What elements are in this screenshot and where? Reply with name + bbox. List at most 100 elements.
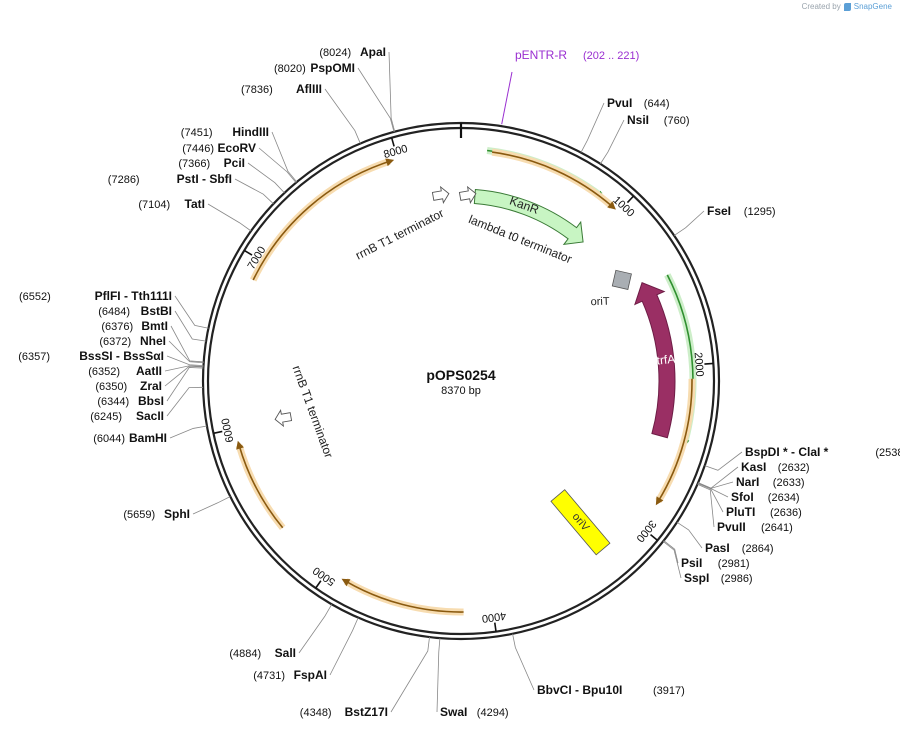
site-position: (7451): [181, 127, 213, 139]
site-bbsi[interactable]: BbsI (6344): [97, 367, 204, 408]
site-name: ApaI: [360, 45, 386, 59]
site-position: (7104): [138, 199, 170, 211]
site-sali[interactable]: SalI (4884): [229, 604, 333, 660]
site-kasi[interactable]: KasI(2632): [697, 460, 810, 489]
tick-label-2000: 2000: [692, 352, 706, 377]
site-position: (2538): [875, 447, 900, 459]
site-nari[interactable]: NarI(2633): [697, 475, 805, 489]
site-leader: [164, 365, 204, 387]
site-position: (6552): [19, 291, 51, 303]
site-sacii[interactable]: SacII(6245): [90, 386, 204, 423]
site-leader: [436, 638, 441, 713]
site-psii[interactable]: PsiI(2981): [663, 540, 750, 570]
arc-line-5: [238, 445, 284, 529]
site-name: PsiI: [681, 556, 702, 570]
site-name: SfoI: [731, 490, 754, 504]
site-apai[interactable]: ApaI(8024): [319, 45, 396, 132]
arc-head-3: [655, 496, 664, 506]
site-bamhi[interactable]: BamHI(6044): [93, 425, 208, 445]
tick-1000: [626, 195, 635, 204]
site-pcii[interactable]: PciI(7366): [178, 156, 285, 194]
site-position: (6344): [97, 396, 129, 408]
site-leader: [166, 367, 204, 402]
site-name: FspAI: [294, 668, 327, 682]
watermark-brand: SnapGene: [853, 2, 892, 11]
site-sfoi[interactable]: SfoI (2634): [697, 482, 800, 504]
site-leader: [324, 88, 361, 144]
site-sspi[interactable]: SspI (2986): [662, 541, 753, 585]
arc-halo-6: [250, 158, 391, 282]
site-swai[interactable]: SwaI(4294): [436, 638, 509, 719]
site-position: (760): [664, 115, 690, 127]
site-position: (2641): [761, 522, 793, 534]
backbone: [201, 121, 721, 641]
site-leader: [234, 178, 274, 205]
arc-head-5: [236, 440, 244, 450]
site-position: (1295): [744, 206, 776, 218]
site-bbvci-bpu10i[interactable]: BbvCI - Bpu10I(3917): [512, 633, 685, 697]
site-fspai[interactable]: FspAI(4731): [253, 617, 359, 682]
site-pluti[interactable]: PluTI(2636): [697, 482, 802, 519]
site-name: BamHI: [129, 431, 167, 445]
tick-label-5000: 5000: [311, 564, 338, 588]
arc-head-2: [607, 201, 616, 210]
site-pvui[interactable]: PvuI(644): [580, 96, 670, 153]
site-name: BbsI: [138, 394, 164, 408]
site-position: (2986): [721, 573, 753, 585]
site-leader: [704, 451, 743, 471]
site-zrai[interactable]: ZraI(6350): [95, 365, 204, 393]
site-bspdi-clai-[interactable]: BspDI * - ClaI * (2538): [704, 445, 900, 471]
site-name: BbvCI - Bpu10I: [537, 683, 622, 697]
site-bsssi-bsss-i[interactable]: BssSI - BssSαI (6357): [18, 349, 204, 367]
site-name: BspDI * - ClaI *: [745, 445, 829, 459]
tick-4000: [493, 622, 497, 632]
site-bmti[interactable]: BmtI(6376): [101, 319, 204, 363]
site-name: TatI: [185, 197, 205, 211]
site-position: (2864): [742, 543, 774, 555]
site-name: SspI: [684, 571, 709, 585]
site-hindiii[interactable]: HindIII(7451): [181, 125, 298, 183]
primer-range: (202 .. 221): [583, 50, 639, 62]
site-bstz17i[interactable]: BstZ17I(4348): [300, 637, 430, 719]
site-leader: [663, 540, 679, 564]
site-position: (6350): [95, 381, 127, 393]
site-pasi[interactable]: PasI(2864): [676, 521, 774, 555]
site-leader: [166, 355, 204, 367]
site-position: (2634): [768, 492, 800, 504]
site-pvuii[interactable]: PvuII (2641): [697, 483, 793, 534]
site-leader: [697, 483, 715, 528]
site-aatii[interactable]: AatII(6352): [88, 364, 204, 378]
site-fsei[interactable]: FseI (1295): [673, 204, 776, 236]
site-position: (6357): [18, 351, 50, 363]
site-nhei[interactable]: NheI(6372): [99, 334, 204, 364]
site-leader: [170, 325, 204, 363]
primer-name[interactable]: pENTR-R: [515, 48, 567, 62]
snapgene-watermark: Created by SnapGene: [802, 2, 892, 11]
site-position: (4884): [229, 648, 261, 660]
arc-line-2: [491, 151, 613, 207]
site-name: FseI: [707, 204, 731, 218]
tick-5000: [315, 580, 322, 589]
site-sphi[interactable]: SphI(5659): [123, 496, 231, 521]
site-pspomi[interactable]: PspOMI(8020): [274, 61, 395, 132]
site-ecorv[interactable]: EcoRV(7446): [182, 141, 297, 183]
site-name: EcoRV: [218, 141, 256, 155]
site-name: BstZ17I: [345, 705, 388, 719]
plasmid-name: pOPS0254: [426, 367, 495, 383]
tick-6000: [213, 430, 223, 435]
site-leader: [174, 295, 209, 329]
site-position: (6352): [88, 366, 120, 378]
site-psti-sbfi[interactable]: PstI - SbfI(7286): [108, 172, 274, 205]
site-name: BssSI - BssSαI: [79, 349, 164, 363]
feature-rrnb-t1-terminator-2-label: rrnB T1 terminator: [290, 364, 336, 460]
site-nsii[interactable]: NsiI(760): [600, 113, 690, 165]
site-name: PvuII: [717, 520, 746, 534]
site-name: SalI: [275, 646, 296, 660]
site-bstbi[interactable]: BstBI(6484): [98, 304, 207, 342]
site-leader: [168, 340, 204, 364]
site-afliii[interactable]: AflIII(7836): [241, 82, 361, 144]
site-tati[interactable]: TatI (7104): [138, 197, 252, 232]
site-position: (7286): [108, 174, 140, 186]
site-pflfi-tth111i[interactable]: PflFI - Tth111I(6552): [19, 289, 209, 329]
